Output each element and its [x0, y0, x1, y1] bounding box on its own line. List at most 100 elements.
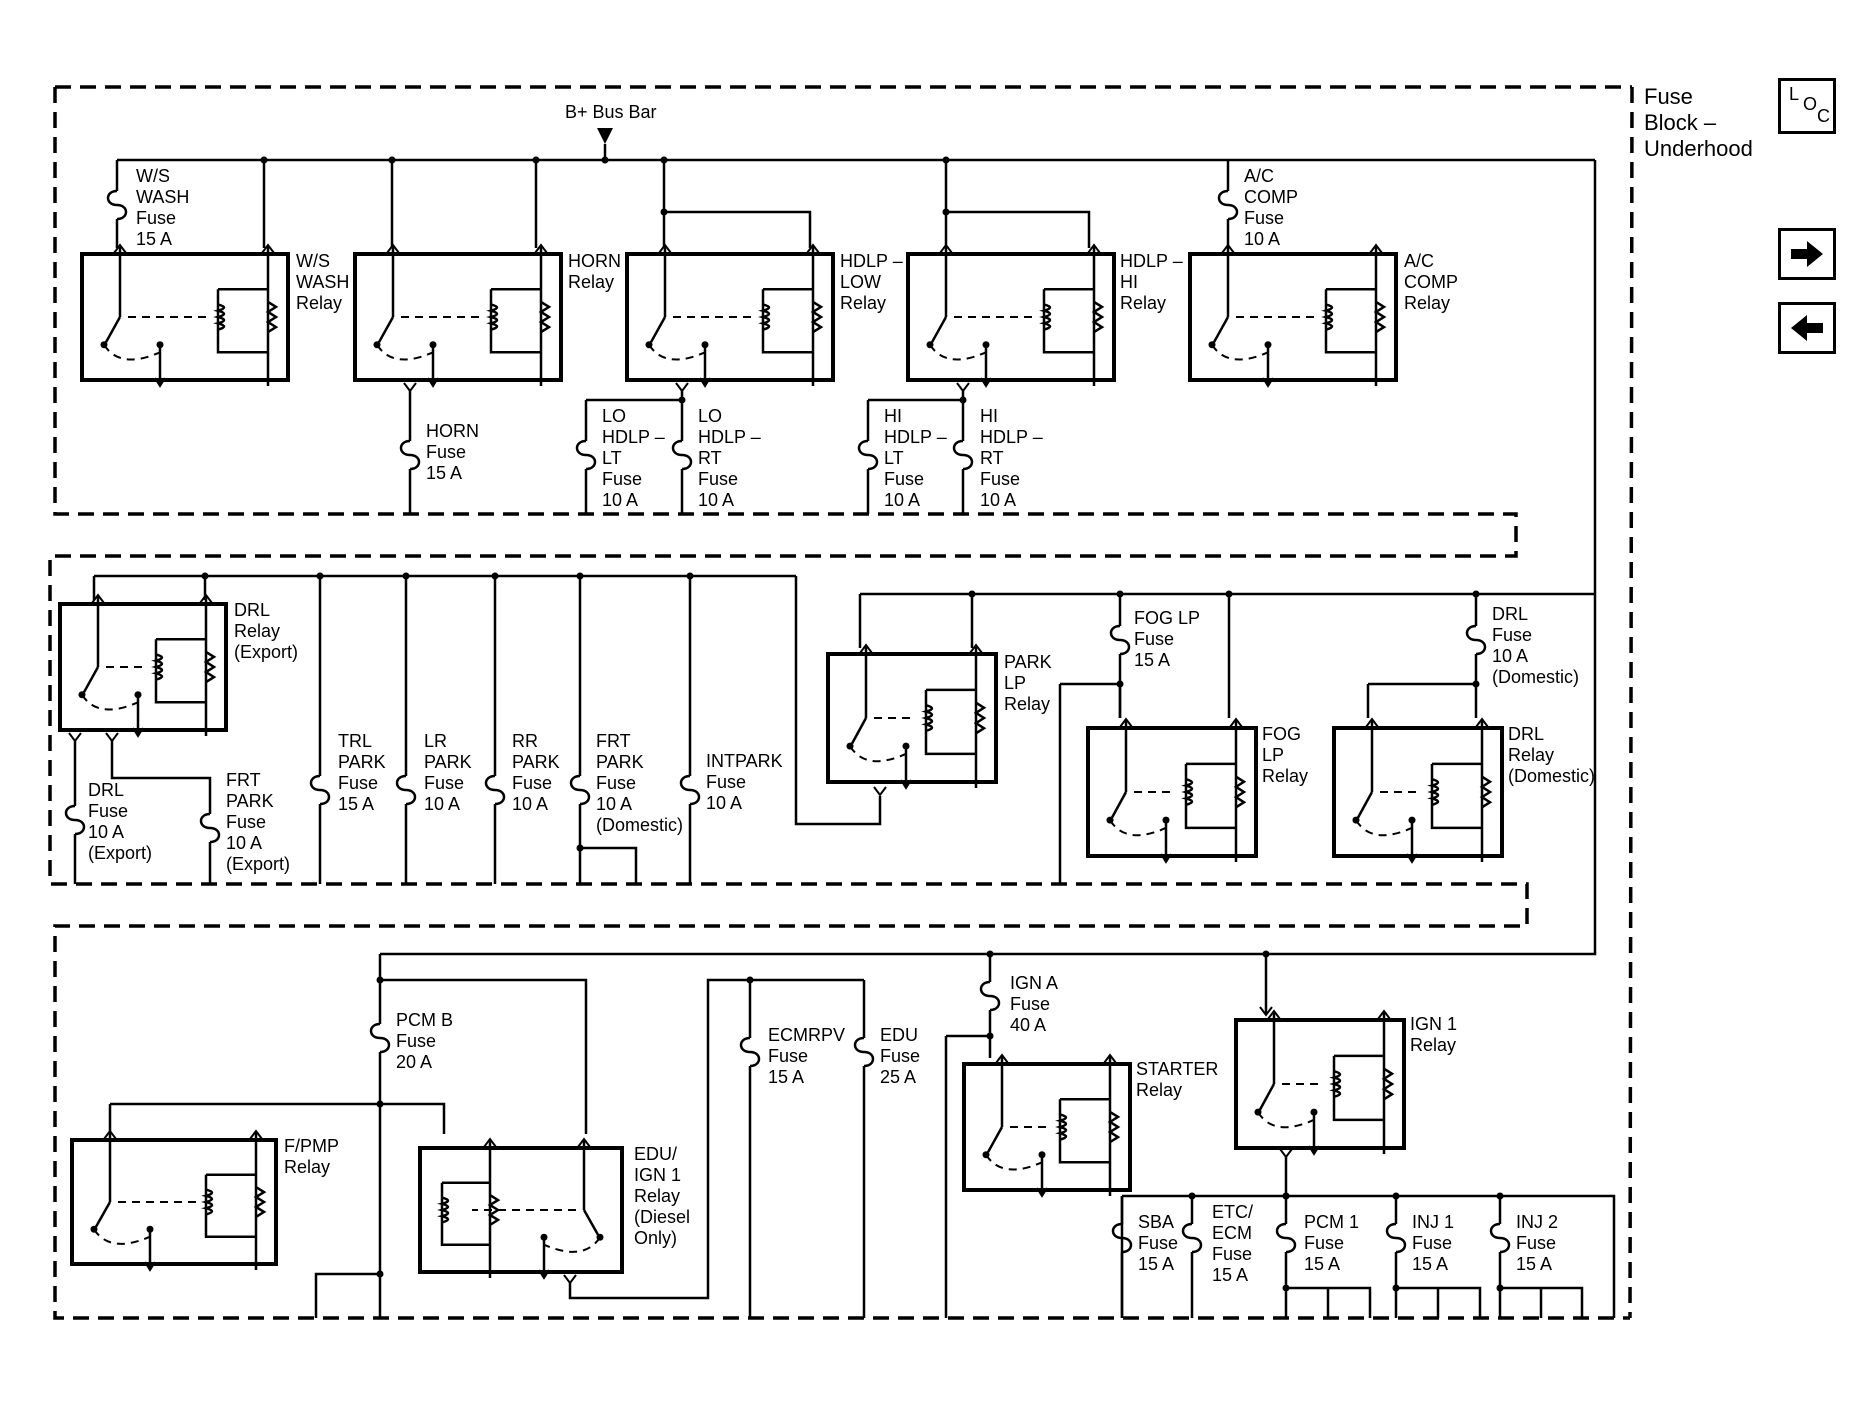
junction-dot — [376, 1270, 384, 1278]
fuse-label-ecmrpv: 15 A — [768, 1067, 804, 1087]
fuses — [64, 160, 1511, 1318]
relay-label-hdlp_low: LOW — [840, 272, 881, 292]
relay-fpmp — [70, 1132, 278, 1272]
relay-switch-arm — [649, 316, 667, 343]
next-page-button[interactable] — [1778, 228, 1836, 280]
terminal-mark — [675, 382, 689, 393]
fuse-label-hi_lt: 10 A — [884, 490, 920, 510]
wire — [1060, 682, 1122, 718]
fuse-label-ign_a: Fuse — [1010, 994, 1050, 1014]
terminal — [873, 786, 887, 797]
fuse-label-hi_lt: LT — [884, 448, 904, 468]
terminal-mark — [873, 786, 887, 797]
fuse-hi_lt — [857, 400, 879, 514]
terminal — [969, 643, 983, 654]
relay-armature — [93, 1228, 151, 1245]
fuse-ecmrpv — [739, 980, 761, 1318]
relay-label-edu_ign1: Relay — [634, 1186, 680, 1206]
relay-ign1 — [1234, 1012, 1406, 1156]
terminal-mark — [1267, 1009, 1281, 1020]
relay-coil — [1329, 1069, 1342, 1099]
fuse-label-rr_park: RR — [512, 731, 538, 751]
wire — [1396, 1286, 1482, 1318]
relay-coil — [201, 1188, 214, 1216]
terminal — [995, 1053, 1009, 1064]
terminal-mark — [577, 1137, 591, 1148]
relay-resistor — [810, 300, 824, 334]
relay-armature — [1355, 819, 1413, 837]
loc-icon[interactable]: L O C — [1778, 78, 1836, 134]
relay-coil — [1427, 777, 1440, 807]
fuse-label-sba: SBA — [1138, 1212, 1174, 1232]
junction-dot — [660, 208, 668, 216]
relay-coil — [486, 303, 499, 331]
fuse-label-rr_park: 10 A — [512, 794, 548, 814]
fuse-label-ws_wash: 15 A — [136, 229, 172, 249]
wire — [108, 1102, 446, 1134]
relay-resistor — [1479, 775, 1493, 809]
fuse-label-hi_lt: HI — [884, 406, 902, 426]
fuse-block-title-line: Block – — [1644, 110, 1717, 135]
terminal — [956, 382, 970, 393]
relay-coil-frame — [1332, 1055, 1384, 1122]
fuse-lr_park — [395, 576, 417, 884]
fuse-label-rr_park: Fuse — [512, 773, 552, 793]
relay-output-arrow — [980, 377, 992, 388]
relay-resistor — [1373, 300, 1387, 334]
relay-switch-arm — [930, 316, 948, 343]
prev-page-button[interactable] — [1778, 302, 1836, 354]
fuse-label-drl_domestic: Fuse — [1492, 625, 1532, 645]
terminal — [105, 732, 119, 743]
relay-label-drl_domestic: DRL — [1508, 724, 1544, 744]
relay-resistor — [1107, 1110, 1121, 1144]
wire — [1500, 1286, 1584, 1318]
fuse-element — [979, 980, 1001, 1012]
fuse-ign_a — [979, 954, 1001, 1036]
fuse-label-ecmrpv: Fuse — [768, 1046, 808, 1066]
terminal-mark — [1229, 717, 1243, 728]
terminal-mark — [1259, 1006, 1273, 1017]
fuse-label-ecmrpv: ECMRPV — [768, 1025, 845, 1045]
terminal-mark — [1365, 717, 1379, 728]
relay-label-park_lp: PARK — [1004, 652, 1052, 672]
relay-label-edu_ign1: Only) — [634, 1228, 677, 1248]
relay-label-fpmp: F/PMP — [284, 1136, 339, 1156]
relay-output-arrow — [538, 1269, 550, 1280]
terminal — [806, 243, 820, 254]
relay-coil-frame — [1430, 763, 1482, 830]
relay-box — [1188, 252, 1398, 382]
fuse-label-frt_park_domestic: FRT — [596, 731, 631, 751]
relay-output-arrow — [144, 1261, 156, 1272]
fuse-fog_lp — [1109, 594, 1131, 718]
terminal-mark — [956, 382, 970, 393]
loc-letter: C — [1817, 106, 1830, 126]
relay-label-hdlp_hi: HI — [1120, 272, 1138, 292]
relay-armature — [103, 344, 161, 361]
fuse-label-pcm1: 15 A — [1304, 1254, 1340, 1274]
terminal — [483, 1137, 497, 1148]
fuse-label-edu: EDU — [880, 1025, 918, 1045]
relay-switch-arm — [1258, 1083, 1276, 1111]
fuse-label-inj1: 15 A — [1412, 1254, 1448, 1274]
relay-box — [418, 1146, 624, 1274]
fuse-label-drl_export: (Export) — [88, 843, 152, 863]
relay-switch-arm — [94, 1201, 112, 1228]
fuse-label-lr_park: LR — [424, 731, 447, 751]
fuse-drl_export — [64, 740, 86, 884]
relay-label-edu_ign1: IGN 1 — [634, 1165, 681, 1185]
terminal — [261, 243, 275, 254]
relay-coil-frame — [154, 639, 206, 704]
wire — [380, 978, 588, 1134]
terminal-mark — [1475, 717, 1489, 728]
relay-label-fog_lp: FOG — [1262, 724, 1301, 744]
terminal — [1259, 1006, 1273, 1017]
relay-switch-arm — [850, 717, 868, 745]
bus-bar-arrow — [597, 128, 613, 144]
relay-output-arrow — [132, 727, 144, 738]
relay-box — [70, 1138, 278, 1266]
wire — [944, 1034, 992, 1318]
fuse-label-drl_export: 10 A — [88, 822, 124, 842]
fuse-label-intpark: 10 A — [706, 793, 742, 813]
wire — [586, 390, 684, 402]
relay-coil-frame — [924, 689, 976, 756]
